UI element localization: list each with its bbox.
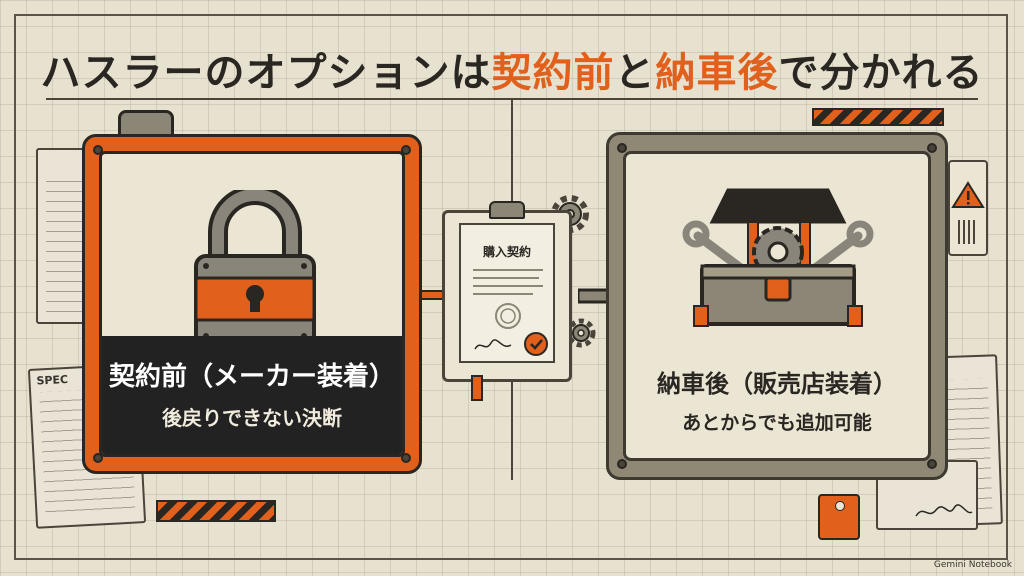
warning-tag-icon [948,160,988,256]
signature-icon [915,504,973,517]
after-delivery-panel: 納車後（販売店装着） あとからでも追加可能 [623,151,931,461]
title-text-1: ハスラーのオプションは [40,50,492,96]
hazard-stripe-bottom-left [156,500,276,522]
before-contract-label-box: 契約前（メーカー装着） 後戻りできない決断 [102,336,402,454]
orange-tag-icon [818,494,860,540]
approval-badge-icon [524,332,548,356]
title-text-2: と [614,50,656,96]
watermark: Gemini Notebook [933,560,1012,570]
after-delivery-card: 納車後（販売店装着） あとからでも追加可能 [606,132,948,480]
toolbox-icon [682,188,874,327]
signature-icon [474,339,512,350]
title-highlight-after-delivery: 納車後 [655,50,779,96]
spec-label: SPEC [36,372,69,388]
bookmark-ribbon-icon [471,375,483,401]
contract-document-title: 購入契約 [482,245,531,259]
after-delivery-subtitle: あとからでも追加可能 [682,412,872,434]
page-title: ハスラーのオプションは契約前と納車後で分かれる [0,40,1024,98]
connector-bar-left [420,290,444,300]
hazard-stripe-top-right [812,108,944,126]
padlock-icon [194,190,316,348]
before-contract-subtitle: 後戻りできない決断 [162,406,342,430]
title-highlight-before-contract: 契約前 [491,50,615,96]
title-divider-line [46,98,978,100]
outer-frame [14,14,1008,560]
after-delivery-title: 納車後（販売店装着） [657,370,897,398]
before-contract-title: 契約前（メーカー装着） [108,362,395,392]
seal-icon [495,303,521,329]
before-contract-card: 契約前（メーカー装着） 後戻りできない決断 [82,134,422,474]
contract-document-icon: 購入契約 [442,201,572,401]
contract-paper: 購入契約 [459,223,555,363]
before-contract-panel: 契約前（メーカー装着） 後戻りできない決断 [99,151,405,457]
document-clip-icon [489,201,525,219]
title-text-3: で分かれる [778,50,984,96]
